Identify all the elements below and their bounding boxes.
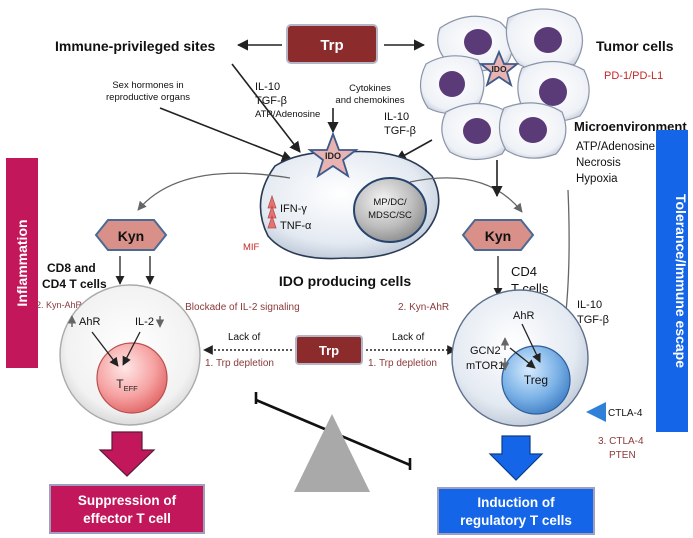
il2-left: IL-2 xyxy=(135,316,154,328)
mtor1: mTOR1 xyxy=(466,360,504,372)
balance-scale xyxy=(254,392,412,492)
ahr-left: AhR xyxy=(79,316,100,328)
tumor-cell xyxy=(441,102,511,161)
teff-label: TEFF xyxy=(116,377,138,393)
lack-of-left: Lack of xyxy=(228,332,260,343)
pd1-pdl1: PD-1/PD-L1 xyxy=(604,70,663,82)
induction-line2: regulatory T cells xyxy=(460,513,572,528)
lack-of-right: Lack of xyxy=(392,332,424,343)
kyn-right-hexagon: Kyn xyxy=(461,219,535,251)
cell-to-kyn-right-arrow xyxy=(409,177,523,213)
il2-blockade-label: 4. Blockade of IL-2 signaling xyxy=(174,302,300,313)
fulcrum xyxy=(294,414,370,492)
kyn-left-hexagon: Kyn xyxy=(94,219,168,251)
hormone-arrow xyxy=(159,107,294,162)
suppression-down-arrow xyxy=(98,431,156,477)
ctla4-pten-line2: PTEN xyxy=(609,450,636,461)
tumor-cell xyxy=(498,102,567,159)
ido-star-center: IDO xyxy=(307,131,359,179)
trp-top-label: Trp xyxy=(320,37,343,54)
il10-right: IL-10 xyxy=(577,299,602,311)
trp-top-box: Trp xyxy=(286,24,378,64)
il2-signal-arrow xyxy=(122,331,141,366)
kyn-right-label: Kyn xyxy=(485,228,511,244)
ctla4-label: CTLA-4 xyxy=(608,408,643,419)
cd8-cd4-line2: CD4 T cells xyxy=(42,277,107,291)
suppression-line2: effector T cell xyxy=(83,511,171,526)
ido-producing-cell: MP/DC/ MDSC/SC IDO IFN-γ TNF-α xyxy=(259,131,440,260)
micro-item: Hypoxia xyxy=(576,173,618,185)
teff-main: T xyxy=(116,377,124,391)
tumor-cell xyxy=(419,55,485,115)
trp-middle-label: Trp xyxy=(319,343,339,358)
cytokines-line2: and chemokines xyxy=(335,95,404,106)
cell-nucleus xyxy=(353,177,427,243)
ahr-signal-arrow xyxy=(91,331,119,367)
ahr-to-treg-arrow xyxy=(521,323,541,363)
trp-depletion-right: 1. Trp depletion xyxy=(368,358,437,369)
cytokine-receptor-icon xyxy=(267,194,277,229)
ido-tumor-label: IDO xyxy=(491,64,507,74)
micro-item: Necrosis xyxy=(576,157,621,169)
cd8-cd4-line1: CD8 and xyxy=(47,261,96,275)
kyn-ahr-left: 2. Kyn-AhR xyxy=(36,300,83,310)
cell-types-line1: MP/DC/ xyxy=(373,197,407,208)
il10-center: IL-10 xyxy=(384,111,409,123)
induction-line1: Induction of xyxy=(477,495,555,510)
microenv-arrow xyxy=(395,139,433,161)
cytokines-line1: Cytokines xyxy=(349,83,391,94)
inflammation-bar: Inflammation xyxy=(6,158,38,368)
tolerance-bar: Tolerance/Immune escape xyxy=(656,130,689,432)
immune-privileged-sites: Immune-privileged sites xyxy=(55,38,215,54)
sites-arrow xyxy=(231,63,301,153)
gcn2-to-treg-arrow xyxy=(509,347,536,369)
tgfb-right: TGF-β xyxy=(577,314,609,326)
ido-center-label: IDO xyxy=(325,151,341,161)
teff-sub: EFF xyxy=(124,384,139,393)
ifn-gamma: IFN-γ xyxy=(280,203,307,215)
inflammation-label: Inflammation xyxy=(14,219,30,306)
sex-hormones-line2: reproductive organs xyxy=(106,92,190,103)
sex-hormones-line1: Sex hormones in xyxy=(112,80,183,91)
suppression-line1: Suppression of xyxy=(78,493,177,508)
tumor-cell-cluster: IDO xyxy=(419,8,590,161)
effector-t-cell: TEFF AhR IL-2 xyxy=(59,284,201,426)
cell-types-line2: MDSC/SC xyxy=(368,210,412,221)
tolerance-label: Tolerance/Immune escape xyxy=(673,194,689,368)
kyn-left-label: Kyn xyxy=(118,228,144,244)
suppression-box: Suppression of effector T cell xyxy=(49,484,205,534)
induction-box: Induction of regulatory T cells xyxy=(437,487,595,535)
tnf-alpha: TNF-α xyxy=(280,220,312,232)
ido-producing-cells-label: IDO producing cells xyxy=(279,273,411,289)
cd4-line1: CD4 xyxy=(511,264,537,279)
tumor-cells-label: Tumor cells xyxy=(596,38,674,54)
treg-nucleus xyxy=(501,345,571,415)
kyn-ahr-right: 2. Kyn-AhR xyxy=(398,302,449,313)
trp-middle-box: Trp xyxy=(295,335,363,365)
teff-nucleus xyxy=(96,342,168,414)
ctla4-receptor xyxy=(586,402,606,422)
treg-label: Treg xyxy=(524,373,548,387)
trp-depletion-left: 1. Trp depletion xyxy=(205,358,274,369)
cell-to-kyn-left-arrow xyxy=(137,172,291,211)
induction-down-arrow xyxy=(488,435,544,481)
regulatory-t-cell: Treg AhR GCN2 mTOR1 xyxy=(451,289,589,427)
atp-left: ATP/Adenosine xyxy=(255,109,320,120)
tgfb-center: TGF-β xyxy=(384,125,416,137)
il10-left: IL-10 xyxy=(255,81,280,93)
ctla4-pten-line1: 3. CTLA-4 xyxy=(598,436,644,447)
tumor-cell xyxy=(505,8,584,72)
ido-star-tumor: IDO xyxy=(478,49,520,88)
ahr-right: AhR xyxy=(513,310,534,322)
gcn2: GCN2 xyxy=(470,345,501,357)
micro-item: ATP/Adenosine xyxy=(576,141,655,153)
mif-label: MIF xyxy=(243,242,260,253)
